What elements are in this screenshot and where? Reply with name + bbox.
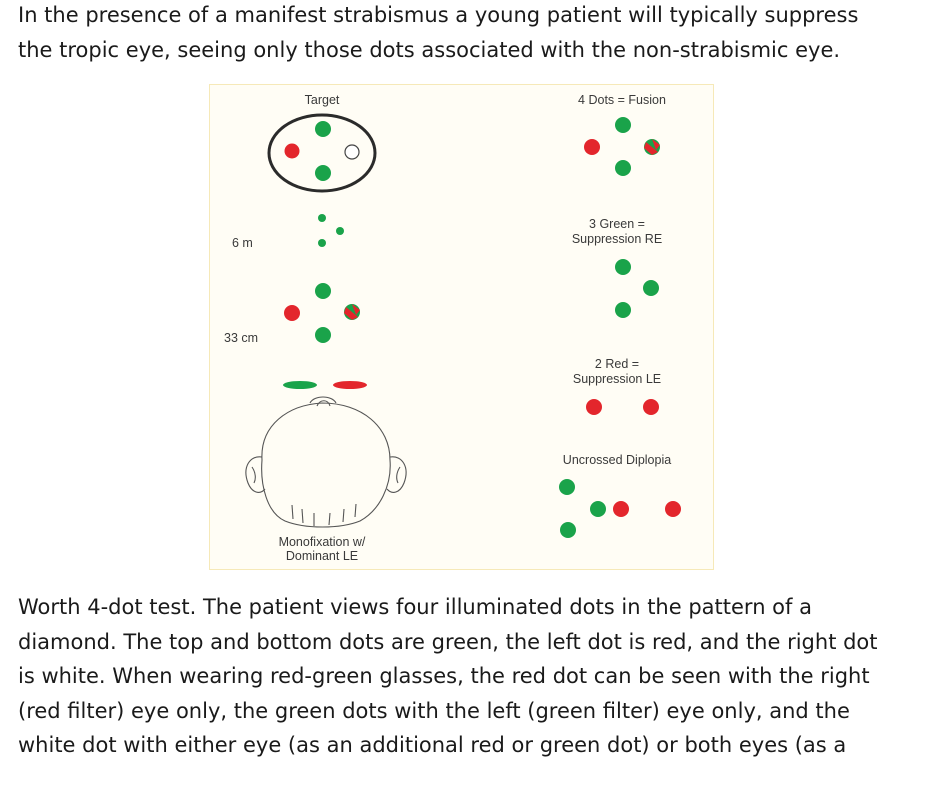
suppression-le-line-1: 2 Red = xyxy=(595,357,639,371)
head-outline xyxy=(245,396,407,528)
far-dot-bottom xyxy=(318,239,326,247)
near-dot-right-mixed xyxy=(344,304,360,320)
suppression-le-dot-right xyxy=(643,399,659,415)
diplopia-dot-bottom-green xyxy=(560,522,576,538)
suppression-re-dot-right xyxy=(643,280,659,296)
caption-line-1: Monofixation w/ xyxy=(279,535,366,549)
fusion-dot-bottom-green xyxy=(615,160,631,176)
fusion-dot-top-green xyxy=(615,117,631,133)
fusion-label: 4 Dots = Fusion xyxy=(578,93,666,107)
suppression-re-dot-bottom xyxy=(615,302,631,318)
suppression-re-dot-top xyxy=(615,259,631,275)
diplopia-dot-top-green xyxy=(559,479,575,495)
diplopia-dot-middle-green xyxy=(590,501,606,517)
diplopia-dot-far-red xyxy=(665,501,681,517)
caption-line-2: Dominant LE xyxy=(286,549,358,563)
near-dot-top-green xyxy=(315,283,331,299)
far-dot-top xyxy=(318,214,326,222)
left-lens-green xyxy=(283,381,317,389)
far-dot-right xyxy=(336,227,344,235)
distance-far-label: 6 m xyxy=(232,236,253,250)
body-paragraph: Worth 4-dot test. The patient views four… xyxy=(18,595,878,757)
near-dot-left-red xyxy=(284,305,300,321)
suppression-re-line-2: Suppression RE xyxy=(572,232,662,246)
diplopia-label: Uncrossed Diplopia xyxy=(563,453,671,467)
worth-four-dot-figure: Target 6 m 33 cm xyxy=(209,84,714,570)
suppression-re-line-1: 3 Green = xyxy=(589,217,645,231)
target-dot-left-red xyxy=(284,143,300,159)
suppression-le-dot-left xyxy=(586,399,602,415)
intro-paragraph: In the presence of a manifest strabismus… xyxy=(18,3,859,62)
target-circle xyxy=(267,113,377,193)
target-dot-bottom-green xyxy=(315,165,331,181)
suppression-le-line-2: Suppression LE xyxy=(573,372,661,386)
right-lens-red xyxy=(333,381,367,389)
fusion-dot-right-mixed xyxy=(644,139,660,155)
target-label: Target xyxy=(305,93,340,107)
near-dot-bottom-green xyxy=(315,327,331,343)
target-dot-top-green xyxy=(315,121,331,137)
worth-four-dot-diagram: Target 6 m 33 cm xyxy=(224,93,681,563)
target-dot-right-white xyxy=(344,144,360,160)
diplopia-dot-middle-red xyxy=(613,501,629,517)
fusion-dot-left-red xyxy=(584,139,600,155)
distance-near-label: 33 cm xyxy=(224,331,258,345)
